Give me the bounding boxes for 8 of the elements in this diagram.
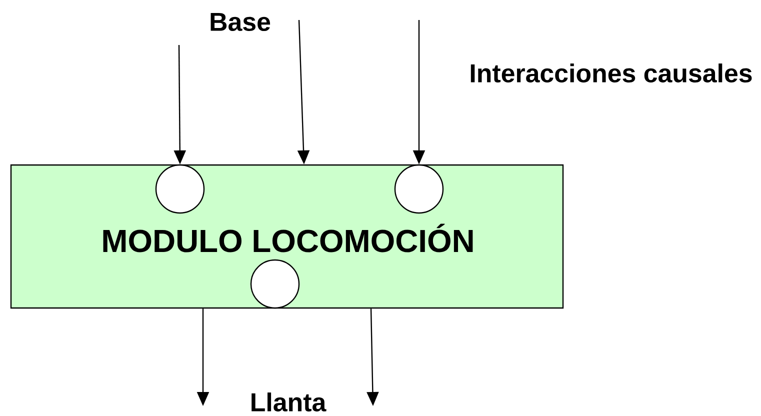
port-circle — [250, 259, 300, 309]
port-circle — [394, 164, 444, 214]
label: Interacciones causales — [470, 64, 752, 83]
label: Llanta — [252, 392, 326, 412]
label: Base — [210, 12, 270, 32]
port-circle — [155, 164, 205, 214]
module-title: MODULO LOCOMOCIÓN — [103, 224, 473, 252]
module-box — [10, 164, 564, 309]
